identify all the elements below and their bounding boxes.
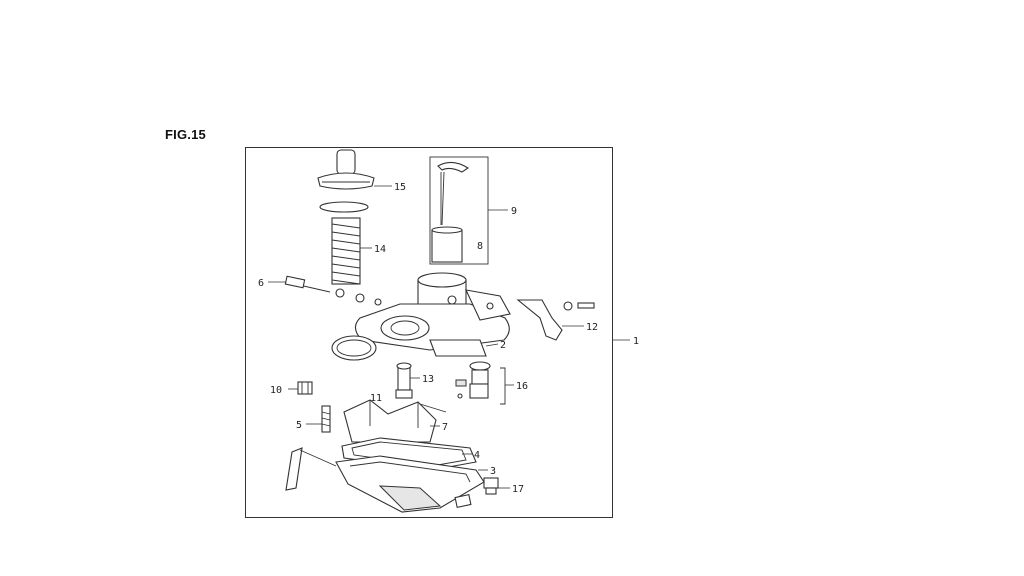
callout-14: 14 — [374, 244, 386, 255]
part-9-needle-group — [429, 156, 489, 265]
part-15-cap — [317, 149, 375, 190]
drain-tube — [285, 447, 337, 491]
callout-8: 8 — [477, 241, 483, 252]
part-16-float-valve — [455, 361, 506, 405]
callout-10: 10 — [270, 385, 282, 396]
part-3-float-bowl — [335, 455, 485, 513]
callout-4: 4 — [474, 450, 480, 461]
part-12-choke-lever — [516, 299, 595, 341]
callout-1: 1 — [633, 336, 639, 347]
callout-9: 9 — [511, 206, 517, 217]
callout-11: 11 — [370, 393, 382, 404]
part-7-float — [343, 399, 447, 443]
callout-15: 15 — [394, 182, 406, 193]
part-13-jet-holder — [395, 362, 413, 399]
diagram-frame — [245, 147, 613, 518]
part-5-screw — [321, 405, 331, 433]
part-14-spring — [331, 217, 361, 285]
figure-title: FIG.15 — [165, 127, 206, 142]
part-6-adjust-screw — [284, 275, 382, 306]
callout-6: 6 — [258, 278, 264, 289]
callout-7: 7 — [442, 422, 448, 433]
gasket-ring-icon — [319, 201, 369, 213]
callout-3: 3 — [490, 466, 496, 477]
part-10-pilot-screw — [297, 381, 313, 395]
callout-17: 17 — [512, 484, 524, 495]
part-17-drain-bolt — [483, 477, 499, 495]
callout-2: 2 — [500, 340, 506, 351]
callout-12: 12 — [586, 322, 598, 333]
callout-16: 16 — [516, 381, 528, 392]
callout-5: 5 — [296, 420, 302, 431]
callout-13: 13 — [422, 374, 434, 385]
part-2-carburetor-body — [354, 272, 511, 357]
